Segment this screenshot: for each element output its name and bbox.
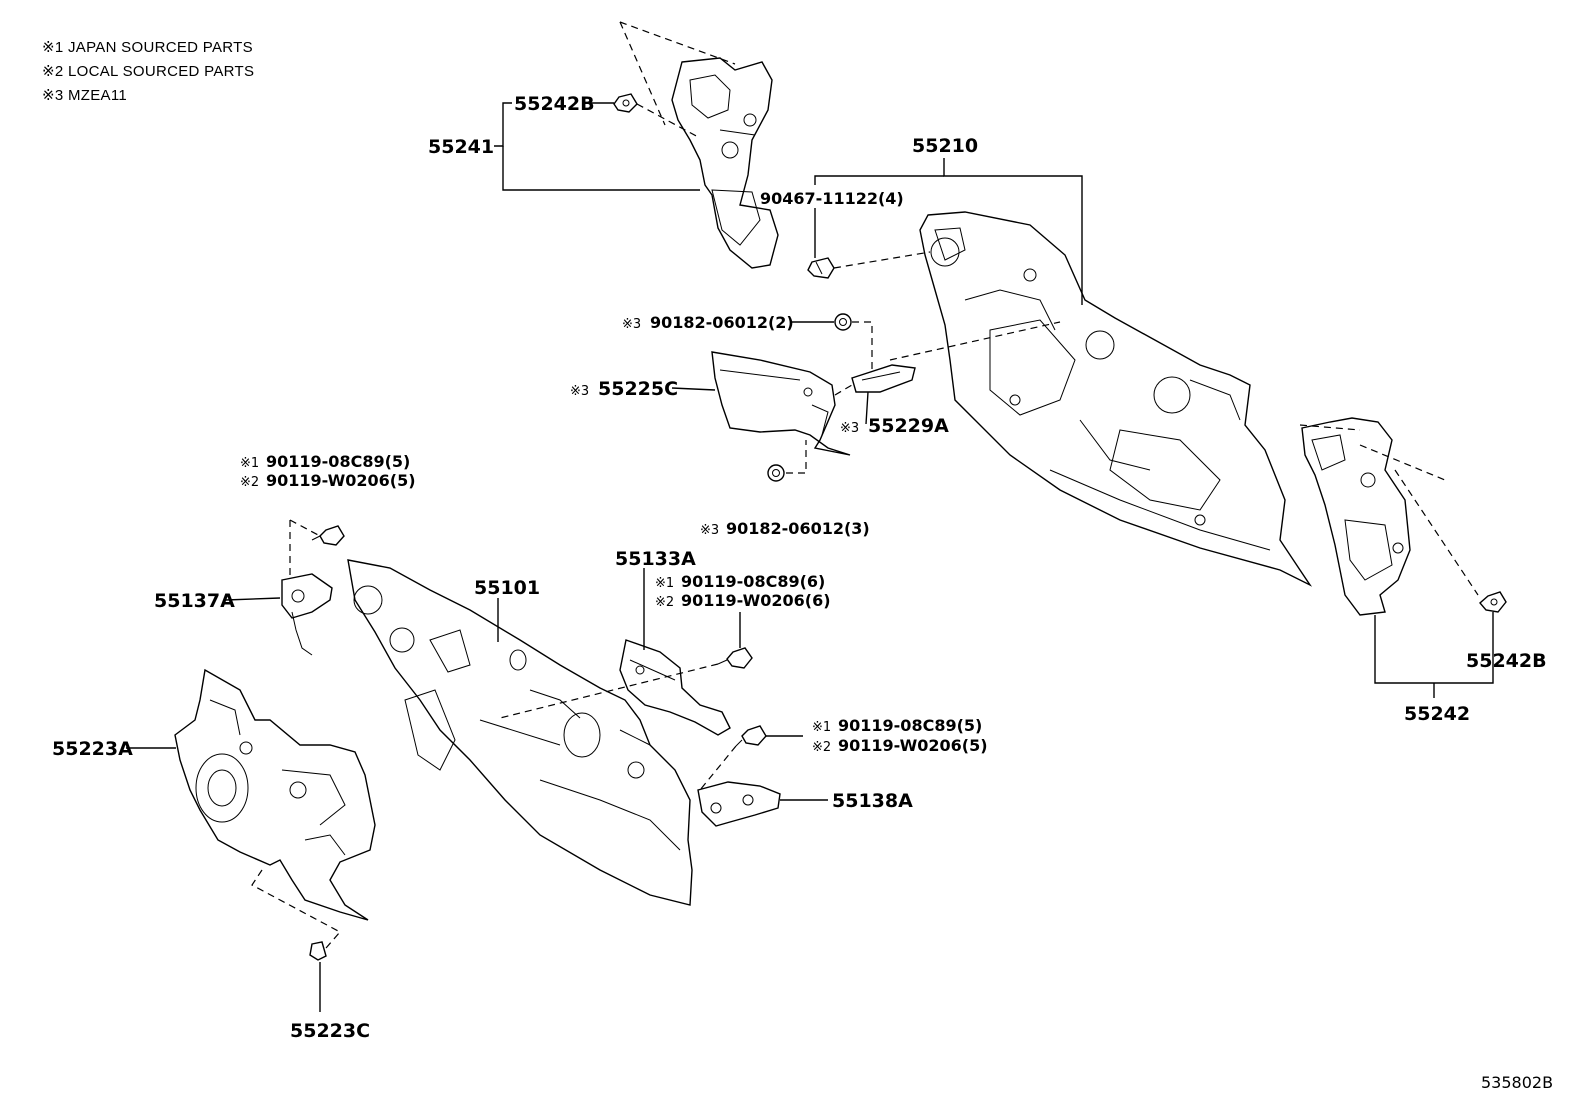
callout-lines [126, 102, 1494, 1012]
label-55210[interactable]: 55210 [912, 135, 978, 157]
label-55229A[interactable]: 55229A [868, 415, 949, 437]
label-55101[interactable]: 55101 [474, 577, 540, 599]
part-labels: 55242B 55241 55210 90467-11122(4) ※3 901… [52, 93, 1553, 1092]
diagram-id: 535802B [1481, 1073, 1553, 1092]
mark-55229A: ※3 [840, 421, 859, 436]
legend-local-sourced: ※2 LOCAL SOURCED PARTS [42, 63, 255, 80]
clip-55242B-right[interactable] [1479, 591, 1507, 613]
part-55229A-bracket[interactable] [851, 364, 916, 393]
mark-90119-left-j: ※1 [240, 456, 259, 471]
clip-90467[interactable] [807, 257, 835, 279]
label-55133A[interactable]: 55133A [615, 548, 696, 570]
label-90119-right-j[interactable]: 90119-08C89(5) [838, 716, 982, 735]
label-55242[interactable]: 55242 [1404, 703, 1470, 725]
bolt-90119-left[interactable] [311, 525, 345, 546]
part-55138A-bracket[interactable] [697, 781, 781, 827]
nut-90182-top[interactable] [834, 313, 852, 331]
label-55137A[interactable]: 55137A [154, 590, 235, 612]
label-55241[interactable]: 55241 [428, 136, 494, 158]
part-55223A-silencer[interactable] [174, 668, 376, 921]
clip-55242B-top[interactable] [613, 93, 638, 113]
label-55242B-right[interactable]: 55242B [1466, 650, 1547, 672]
part-55241-bracket[interactable] [671, 57, 779, 269]
part-55210-dash-silencer[interactable] [919, 211, 1313, 587]
legend: ※1 JAPAN SOURCED PARTS ※2 LOCAL SOURCED … [42, 36, 254, 108]
nut-90182-bottom[interactable] [767, 464, 785, 482]
clip-55223C[interactable] [309, 941, 327, 961]
mark-90182-bot: ※3 [700, 523, 719, 538]
part-55242-bracket[interactable] [1301, 417, 1411, 616]
part-55225C-panel[interactable] [711, 351, 851, 456]
dashed-guide-lines [251, 21, 1479, 949]
part-55101-insulator[interactable] [347, 559, 693, 906]
part-55137A-bracket[interactable] [281, 573, 333, 656]
label-90182-top[interactable]: 90182-06012(2) [650, 313, 794, 332]
label-90119-right-l[interactable]: 90119-W0206(5) [838, 736, 988, 755]
label-55242B-top[interactable]: 55242B [514, 93, 595, 115]
mark-55225C: ※3 [570, 384, 589, 399]
label-90182-bot[interactable]: 90182-06012(3) [726, 519, 870, 538]
label-90119-mid-l[interactable]: 90119-W0206(6) [681, 591, 831, 610]
label-55225C[interactable]: 55225C [598, 378, 678, 400]
mark-90119-right-j: ※1 [812, 720, 831, 735]
bolt-90119-mid[interactable] [717, 647, 753, 669]
bolt-90119-right[interactable] [735, 725, 767, 747]
legend-japan-sourced: ※1 JAPAN SOURCED PARTS [42, 39, 253, 56]
mark-90119-mid-l: ※2 [655, 595, 674, 610]
mark-90182-top: ※3 [622, 317, 641, 332]
label-55223A[interactable]: 55223A [52, 738, 133, 760]
mark-90119-left-l: ※2 [240, 475, 259, 490]
mark-90119-mid-j: ※1 [655, 576, 674, 591]
label-90119-mid-j[interactable]: 90119-08C89(6) [681, 572, 825, 591]
label-55223C[interactable]: 55223C [290, 1020, 370, 1042]
mark-90119-right-l: ※2 [812, 740, 831, 755]
label-90119-left-l[interactable]: 90119-W0206(5) [266, 471, 416, 490]
label-90467[interactable]: 90467-11122(4) [760, 189, 904, 208]
legend-mzea11: ※3 MZEA11 [42, 87, 128, 104]
label-90119-left-j[interactable]: 90119-08C89(5) [266, 452, 410, 471]
label-55138A[interactable]: 55138A [832, 790, 913, 812]
